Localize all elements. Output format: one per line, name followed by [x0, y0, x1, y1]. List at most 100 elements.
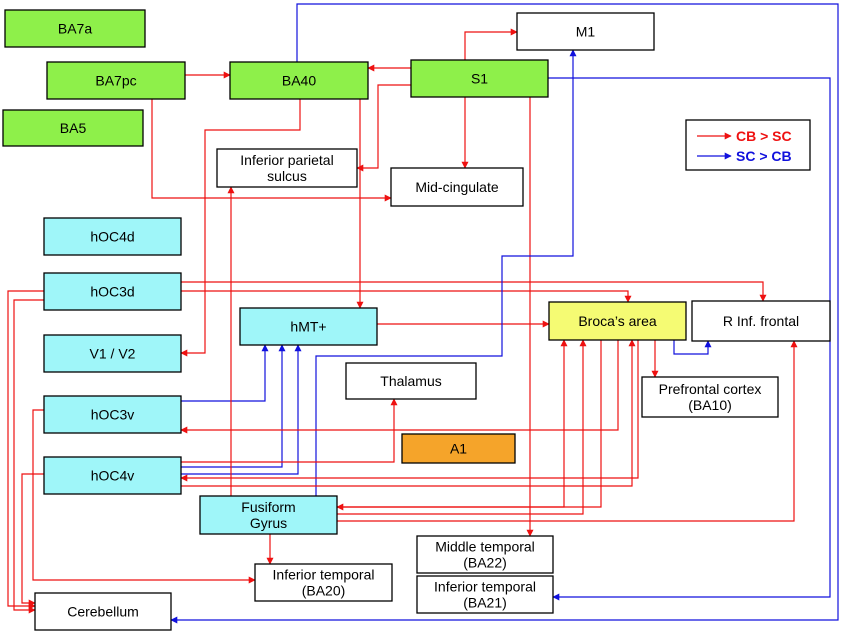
- node-a1[interactable]: A1: [401, 433, 516, 464]
- node-midcing[interactable]: Mid-cingulate: [390, 167, 524, 207]
- node-hoc3d[interactable]: hOC3d: [43, 272, 182, 311]
- node-a1-box: [401, 433, 516, 464]
- node-ba7a[interactable]: BA7a: [4, 9, 146, 48]
- connection-blue-16: [181, 344, 286, 468]
- node-it21[interactable]: Inferior temporal(BA21): [416, 575, 554, 614]
- legend: CB > SC SC > CB: [685, 119, 811, 171]
- node-cereb[interactable]: Cerebellum: [34, 592, 172, 631]
- connection-red-1: [151, 99, 392, 202]
- node-broca-label: Broca’s area: [578, 313, 657, 329]
- connection-red-11: [181, 281, 767, 302]
- node-mt22[interactable]: Middle temporal(BA22): [416, 535, 554, 574]
- node-ba7pc[interactable]: BA7pc: [46, 61, 186, 100]
- node-rif-label: R Inf. frontal: [723, 313, 799, 329]
- node-ips-label: Inferior parietal: [240, 152, 333, 168]
- node-fusiform-box: [199, 495, 338, 535]
- node-ips-box: [216, 148, 358, 188]
- node-m1-label: M1: [576, 23, 596, 39]
- node-it20-label: Inferior temporal: [273, 566, 375, 582]
- node-rif[interactable]: R Inf. frontal: [691, 300, 831, 342]
- node-it20[interactable]: Inferior temporal(BA20): [254, 563, 393, 602]
- connection-red-5: [464, 28, 518, 60]
- connection-lines: [7, 3, 839, 624]
- node-s1-box: [410, 59, 549, 98]
- connection-red-6: [356, 84, 411, 172]
- node-ba5-box: [2, 109, 144, 147]
- node-ba40-label: BA40: [282, 72, 316, 88]
- connection-red-33: [336, 340, 602, 511]
- node-pfc-label: Prefrontal cortex: [659, 381, 762, 397]
- connection-blue-9: [170, 3, 839, 624]
- node-midcing-box: [390, 167, 524, 207]
- legend-label-blue: SC > CB: [736, 148, 792, 164]
- node-cereb-label: Cerebellum: [67, 603, 139, 619]
- connection-red-2: [180, 99, 301, 357]
- node-it21-label: (BA21): [463, 594, 507, 610]
- node-ba5-label: BA5: [60, 120, 87, 136]
- connection-red-30: [180, 340, 639, 482]
- node-hoc4d-label: hOC4d: [90, 228, 134, 244]
- node-hmt-box: [239, 307, 378, 346]
- node-it20-box: [254, 563, 393, 602]
- node-thalamus-label: Thalamus: [380, 373, 441, 389]
- node-hoc3v-box: [43, 395, 182, 434]
- node-ba7pc-box: [46, 61, 186, 100]
- node-ba5[interactable]: BA5: [2, 109, 144, 147]
- node-hoc4v-box: [43, 456, 182, 495]
- node-it21-label: Inferior temporal: [434, 578, 536, 594]
- node-m1-box: [516, 12, 655, 51]
- node-midcing-label: Mid-cingulate: [415, 179, 498, 195]
- node-v1v2[interactable]: V1 / V2: [43, 334, 182, 373]
- node-it20-label: (BA20): [302, 582, 346, 598]
- node-fusiform-label: Fusiform: [241, 499, 295, 515]
- node-ba7pc-label: BA7pc: [95, 72, 136, 88]
- node-pfc[interactable]: Prefrontal cortex(BA10): [641, 376, 779, 418]
- node-v1v2-label: V1 / V2: [90, 345, 136, 361]
- node-rif-box: [691, 300, 831, 342]
- node-cereb-box: [34, 592, 172, 631]
- legend-label-red: CB > SC: [736, 128, 792, 144]
- node-broca[interactable]: Broca’s area: [548, 301, 687, 341]
- node-m1[interactable]: M1: [516, 12, 655, 51]
- node-hoc3d-label: hOC3d: [90, 283, 134, 299]
- connection-blue-17: [181, 344, 302, 475]
- node-hmt-label: hMT+: [290, 318, 326, 334]
- node-hoc3v-label: hOC3v: [91, 406, 135, 422]
- legend-box: [685, 119, 811, 171]
- node-ba7a-box: [4, 9, 146, 48]
- connection-red-12: [181, 290, 632, 303]
- node-s1[interactable]: S1: [410, 59, 549, 98]
- node-ips-label: sulcus: [267, 168, 307, 184]
- node-hoc3v[interactable]: hOC3v: [43, 395, 182, 434]
- node-hmt[interactable]: hMT+: [239, 307, 378, 346]
- connection-red-28: [13, 299, 44, 614]
- node-thalamus[interactable]: Thalamus: [345, 362, 477, 400]
- node-hoc4d[interactable]: hOC4d: [43, 217, 182, 256]
- connection-red-29: [180, 340, 619, 434]
- node-hoc3d-box: [43, 272, 182, 311]
- node-pfc-label: (BA10): [688, 397, 732, 413]
- node-mt22-label: (BA22): [463, 554, 507, 570]
- connection-blue-18: [315, 49, 577, 496]
- connection-blue-15: [181, 344, 269, 402]
- connection-red-21: [181, 339, 636, 487]
- node-ba7a-label: BA7a: [58, 20, 92, 36]
- connection-red-23: [337, 339, 587, 515]
- node-a1-label: A1: [450, 440, 467, 456]
- node-hoc4v[interactable]: hOC4v: [43, 456, 182, 495]
- node-ba40[interactable]: BA40: [229, 61, 369, 100]
- node-hoc4d-box: [43, 217, 182, 256]
- node-it21-box: [416, 575, 554, 614]
- node-fusiform-label: Gyrus: [250, 515, 287, 531]
- connection-blue-32: [673, 340, 712, 355]
- node-mt22-label: Middle temporal: [435, 538, 535, 554]
- connection-red-27: [21, 473, 44, 607]
- node-pfc-box: [641, 376, 779, 418]
- node-ba40-box: [229, 61, 369, 100]
- connection-red-20: [181, 398, 398, 463]
- node-mt22-box: [416, 535, 554, 574]
